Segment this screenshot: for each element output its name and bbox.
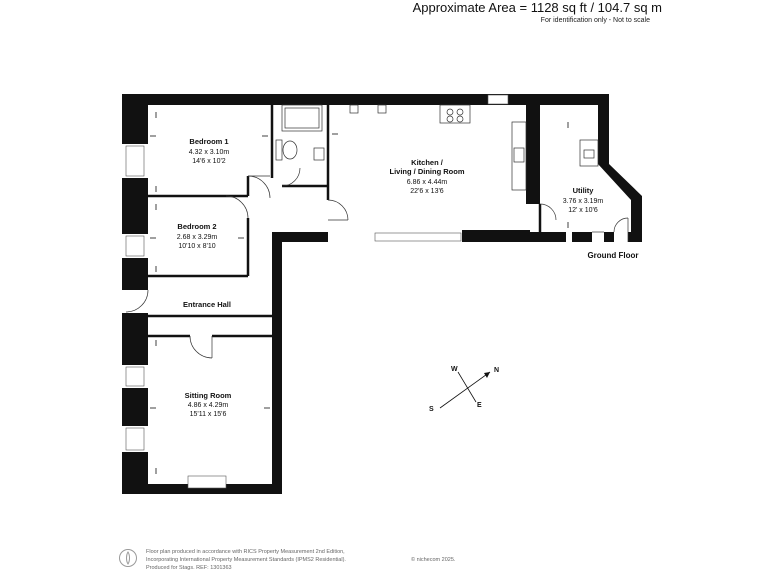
room-imperial-utility: 12' x 10'6	[568, 207, 598, 214]
floor-label: Ground Floor	[587, 251, 638, 260]
compass-east: E	[477, 402, 482, 409]
room-name-entrance-hall: Entrance Hall	[183, 300, 231, 309]
compass-north: N	[494, 367, 499, 374]
footer-line-1: Floor plan produced in accordance with R…	[146, 549, 345, 555]
room-name-bedroom-1: Bedroom 1	[189, 137, 228, 146]
dimension-markers	[150, 112, 569, 474]
compass-west: W	[451, 366, 458, 373]
nichecom-logo-icon	[119, 549, 137, 567]
room-imperial-kitchen: 22'6 x 13'6	[410, 188, 444, 195]
room-imperial-bedroom-1: 14'6 x 10'2	[192, 158, 226, 165]
room-metric-utility: 3.76 x 3.19m	[563, 198, 604, 205]
room-metric-kitchen: 6.86 x 4.44m	[407, 179, 448, 186]
room-name-utility: Utility	[573, 186, 595, 195]
footer-copyright: © nichecom 2025.	[411, 557, 456, 563]
room-metric-bedroom-1: 4.32 x 3.10m	[189, 149, 230, 156]
compass-south: S	[429, 406, 434, 413]
room-name-bedroom-2: Bedroom 2	[177, 222, 216, 231]
room-name-kitchen: Kitchen /	[411, 158, 444, 167]
footer-notes: Floor plan produced in accordance with R…	[146, 548, 455, 572]
room-labels: Bedroom 1 4.32 x 3.10m 14'6 x 10'2 Bedro…	[177, 137, 639, 418]
bathroom-fixtures	[275, 104, 325, 161]
room-imperial-sitting-room: 15'11 x 15'6	[190, 411, 227, 418]
approximate-area-title: Approximate Area = 1128 sq ft / 104.7 sq…	[412, 0, 662, 15]
room-metric-bedroom-2: 2.68 x 3.29m	[177, 234, 218, 241]
compass: N S E W	[429, 366, 499, 413]
exterior-walls	[122, 94, 642, 494]
identification-note: For identification only - Not to scale	[540, 17, 650, 24]
footer-line-3: Produced for Stags. REF: 1301363	[146, 565, 232, 571]
kitchen-fixtures	[349, 104, 599, 191]
room-imperial-bedroom-2: 10'10 x 8'10	[178, 243, 215, 250]
footer-line-2: Incorporating International Property Mea…	[146, 557, 346, 563]
room-name-kitchen-2: Living / Dining Room	[390, 167, 465, 176]
internal-walls	[148, 105, 542, 338]
doors	[125, 167, 629, 359]
room-name-sitting-room: Sitting Room	[185, 391, 232, 400]
room-metric-sitting-room: 4.86 x 4.29m	[188, 402, 229, 409]
